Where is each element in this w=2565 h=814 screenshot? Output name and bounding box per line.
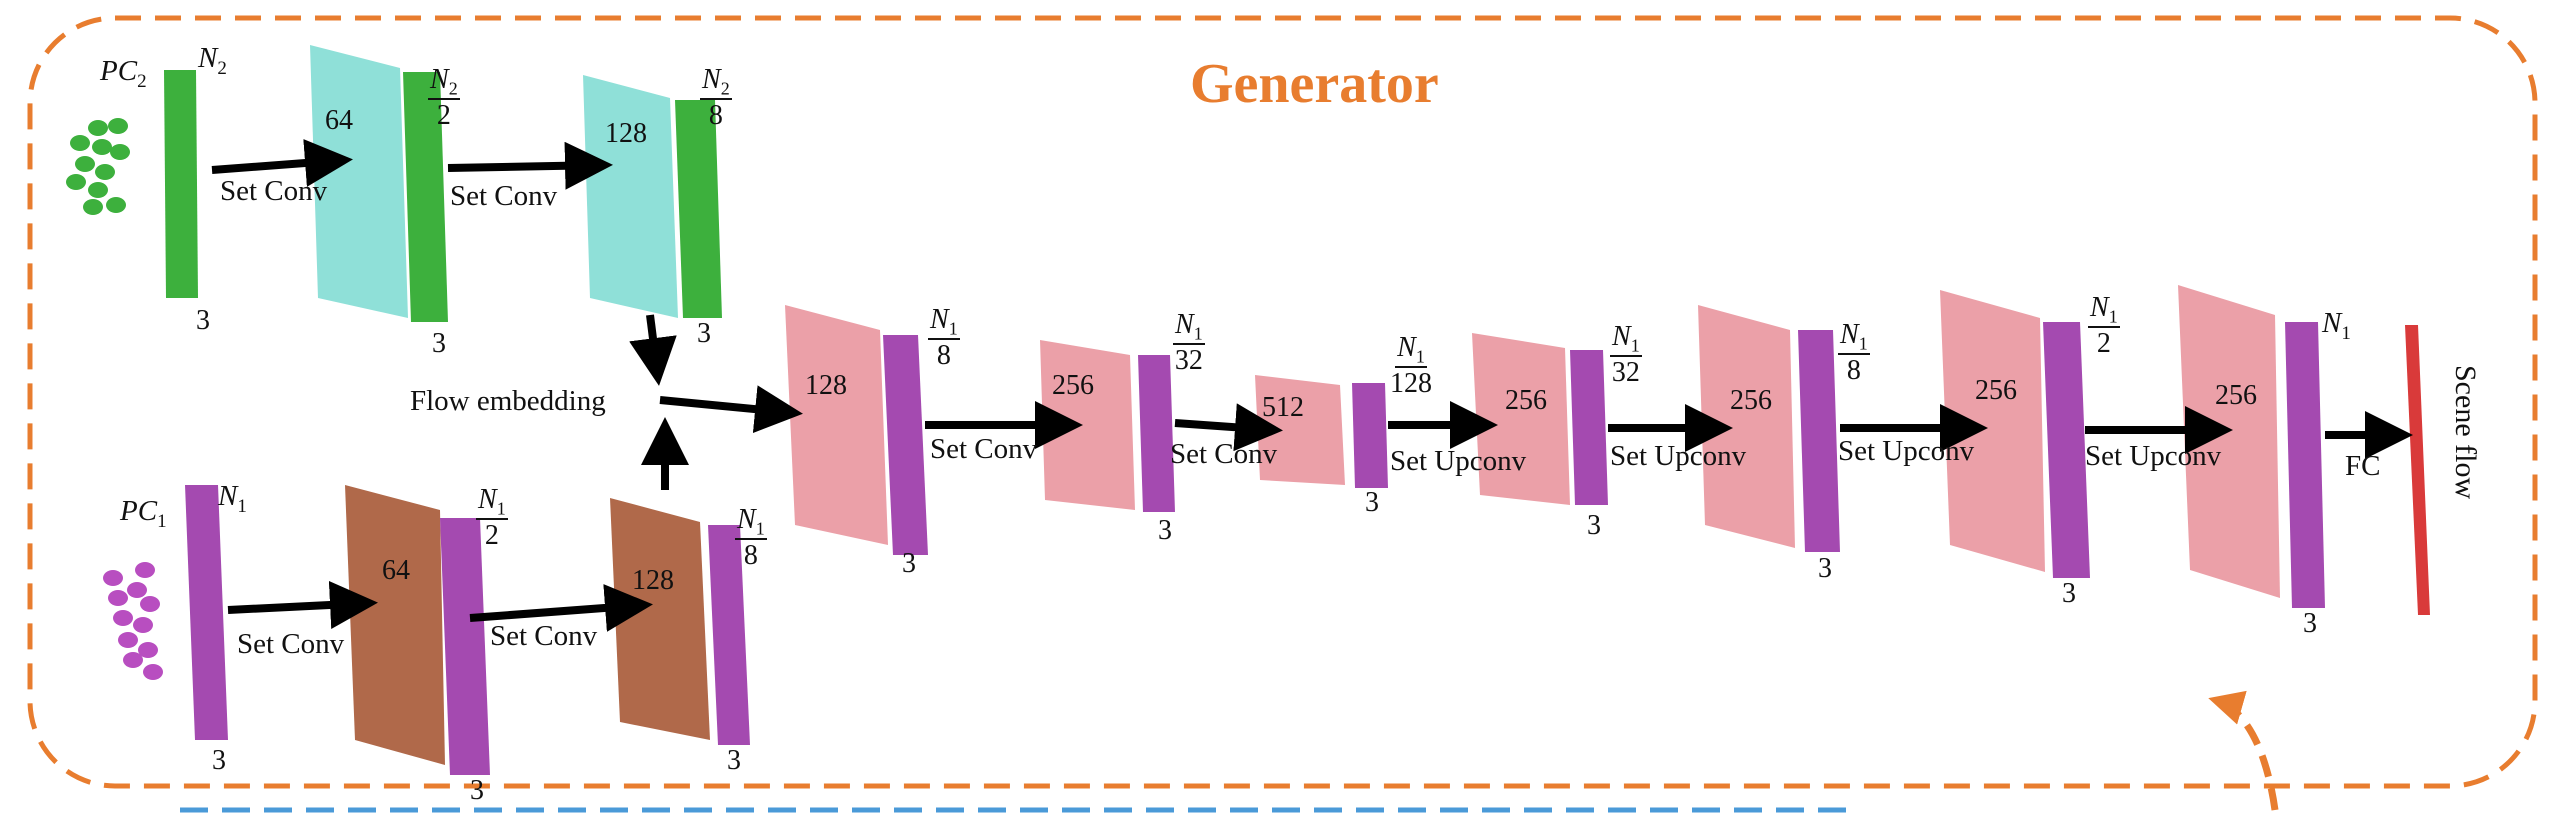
arrow-pc2-conv2 [447, 141, 613, 190]
pc1-bar-n1-8 [708, 525, 750, 745]
main-channels-256a: 256 [1052, 370, 1094, 401]
pc1-bar-n1-2 [440, 518, 490, 775]
main-channels-512: 512 [1262, 392, 1304, 423]
pc1-set-conv-1: Set Conv [237, 628, 345, 660]
main-set-upconv-1: Set Upconv [1390, 445, 1527, 477]
fc-label: FC [2345, 450, 2381, 482]
main-channels-256d: 256 [1975, 375, 2017, 406]
pc2-bar-n2-8 [675, 100, 722, 318]
arrow-pc2-conv1 [211, 139, 353, 187]
pc2-dim-3b: 3 [432, 328, 446, 359]
pc1-input-bar [185, 485, 228, 740]
main-bar-n1-32-up [1570, 350, 1608, 505]
pc1-dim-3b: 3 [470, 775, 484, 806]
main-set-upconv-4: Set Upconv [2085, 440, 2222, 472]
main-dim-3b: 3 [1158, 515, 1172, 546]
pc1-label: PC1 [120, 495, 167, 532]
pc2-input-bar [164, 70, 198, 298]
feedback-arrow [2208, 690, 2279, 811]
main-dim-3d: 3 [1587, 510, 1601, 541]
generator-title: Generator [1190, 53, 1439, 115]
main-bar-n1-8 [883, 335, 928, 555]
arrow-pc1-conv1 [227, 580, 378, 629]
arrow-main-conv2 [1174, 403, 1283, 452]
pc2-dim-3c: 3 [697, 318, 711, 349]
main-block-256a [1040, 340, 1135, 510]
pc2-set-conv-1: Set Conv [220, 175, 328, 207]
main-block-256b [1472, 333, 1570, 505]
pc1-set-conv-2: Set Conv [490, 620, 598, 652]
flow-embedding-label: Flow embedding [410, 385, 606, 417]
main-set-conv-2: Set Conv [1170, 438, 1278, 470]
pc1-feature-block-128 [610, 498, 710, 740]
main-channels-256e: 256 [2215, 380, 2257, 411]
main-n1-final-label: N1 [2322, 307, 2351, 344]
pc2-set-conv-2: Set Conv [450, 180, 558, 212]
main-bar-n1-128 [1352, 383, 1388, 488]
arrows [211, 139, 2413, 632]
main-channels-256c: 256 [1730, 385, 1772, 416]
main-bar-n1-final [2285, 322, 2325, 608]
scene-flow-bar [2405, 325, 2430, 615]
pc1-dim-3a: 3 [212, 745, 226, 776]
main-dim-3c: 3 [1365, 487, 1379, 518]
main-channels-256b: 256 [1505, 385, 1547, 416]
pc2-n2-label: N2 [198, 42, 227, 79]
pc2-feature-block-64 [310, 45, 408, 318]
pc1-channels-128: 128 [632, 565, 674, 596]
main-block-256c [1698, 305, 1795, 548]
main-bar-n1-8-up [1798, 330, 1840, 552]
pc1-feature-block-64 [345, 485, 445, 765]
pc1-point-cloud [103, 562, 163, 680]
generator-frame [27, 15, 2538, 789]
pc1-channels-64: 64 [382, 555, 410, 586]
main-block-512 [1255, 375, 1345, 485]
main-bar-n1-32 [1138, 355, 1175, 512]
pc2-label: PC2 [100, 55, 147, 92]
pc2-dim-3a: 3 [196, 305, 210, 336]
pc2-bar-n2-2 [403, 72, 448, 322]
main-dim-3f: 3 [2062, 578, 2076, 609]
scene-flow-label: Scene flow [2449, 365, 2482, 500]
main-dim-3a: 3 [902, 548, 916, 579]
main-set-upconv-2: Set Upconv [1610, 440, 1747, 472]
main-dim-3g: 3 [2303, 608, 2317, 639]
main-dim-3e: 3 [1818, 553, 1832, 584]
main-block-128 [785, 305, 888, 545]
arrow-pc2-to-flow [629, 314, 677, 386]
main-channels-128: 128 [805, 370, 847, 401]
main-set-conv-1: Set Conv [930, 433, 1038, 465]
pc2-channels-128: 128 [605, 118, 647, 149]
pc1-dim-3c: 3 [727, 745, 741, 776]
main-bar-n1-2-up [2043, 322, 2090, 578]
pc1-n1-label: N1 [218, 480, 247, 517]
arrow-flow-to-main [659, 385, 803, 434]
main-block-256d [1940, 290, 2045, 572]
pc2-channels-64: 64 [325, 105, 353, 136]
main-set-upconv-3: Set Upconv [1838, 435, 1975, 467]
arrow-pc1-conv2 [469, 584, 653, 632]
pc2-point-cloud [66, 118, 130, 215]
pc2-feature-block-128 [583, 75, 678, 318]
